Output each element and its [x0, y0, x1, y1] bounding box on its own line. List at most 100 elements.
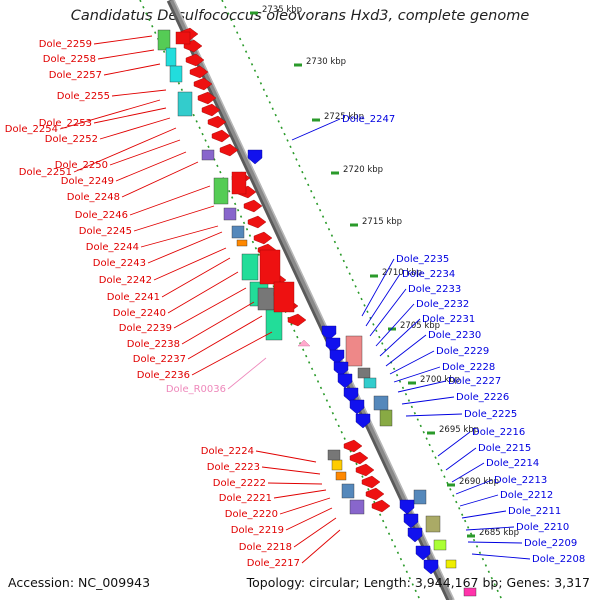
gene-arrow-forward — [361, 475, 381, 489]
gene-block-forward — [259, 249, 281, 285]
label-leader-line — [301, 529, 341, 564]
label-leader-line — [405, 413, 463, 417]
scale-tick-label: 2720 kbp — [343, 165, 383, 175]
label-leader-line — [167, 271, 239, 314]
right-gene-label: Dole_2208 — [532, 554, 585, 565]
right-gene-label: Dole_2214 — [486, 458, 539, 469]
left-gene-label: Dole_2250 — [55, 160, 108, 171]
label-leader-line — [459, 494, 499, 507]
gene-block — [213, 177, 229, 205]
gene-block — [327, 449, 341, 461]
right-gene-label: Dole_2225 — [464, 409, 517, 420]
gene-arrow-reverse — [403, 513, 419, 529]
label-leader-line — [161, 257, 231, 298]
label-leader-line — [385, 334, 427, 367]
left-gene-label: Dole_2246 — [75, 210, 128, 221]
rna-gene-label: Dole_R0036 — [166, 384, 226, 395]
left-gene-label: Dole_2240 — [113, 308, 166, 319]
gene-arrow-forward — [371, 499, 391, 513]
label-leader-line — [293, 517, 337, 548]
label-leader-line — [73, 127, 177, 173]
label-leader-line — [393, 366, 441, 383]
right-gene-label: Dole_2234 — [402, 269, 455, 280]
label-leader-line — [173, 287, 247, 329]
left-gene-label: Dole_2252 — [45, 134, 98, 145]
gene-block — [265, 309, 283, 341]
label-leader-line — [187, 315, 263, 360]
gene-arrow-forward — [201, 103, 221, 117]
gene-block — [357, 367, 371, 379]
label-leader-line — [375, 303, 415, 347]
right-gene-label: Dole_2233 — [408, 284, 461, 295]
gene-arrow-forward — [189, 65, 209, 79]
gene-block — [433, 539, 447, 551]
scale-tick-label: 2695 kbp — [439, 425, 479, 435]
scale-tick-label: 2690 kbp — [459, 477, 499, 487]
gene-block — [413, 489, 427, 505]
left-gene-label: Dole_2255 — [57, 91, 110, 102]
left-gene-label: Dole_2217 — [247, 558, 300, 569]
gene-block — [165, 47, 177, 67]
left-gene-label: Dole_2244 — [86, 242, 139, 253]
gene-arrow-forward — [219, 143, 239, 157]
scale-tick-label: 2705 kbp — [400, 321, 440, 331]
right-gene-label: Dole_2213 — [494, 475, 547, 486]
gene-arrow-reverse — [349, 399, 365, 415]
scale-tick-label: 2685 kbp — [479, 528, 519, 538]
gene-arrow-forward — [355, 463, 375, 477]
right-gene-label: Dole_2235 — [396, 254, 449, 265]
gene-arrow-reverse — [333, 361, 349, 377]
left-gene-label: Dole_2243 — [93, 258, 146, 269]
label-leader-line — [467, 541, 523, 544]
gene-block — [445, 559, 457, 569]
gene-arrow-reverse — [399, 499, 415, 515]
gene-block — [463, 587, 477, 597]
left-gene-label: Dole_2218 — [239, 542, 292, 553]
gene-features — [157, 27, 477, 597]
left-gene-label: Dole_2258 — [43, 54, 96, 65]
gene-arrow-reverse — [423, 559, 439, 575]
label-leader-line — [437, 431, 471, 457]
right-gene-label: Dole_2232 — [416, 299, 469, 310]
gene-arrow-reverse — [329, 349, 345, 365]
gene-block — [335, 471, 347, 481]
label-leader-line — [445, 447, 477, 471]
label-leader-line — [389, 350, 435, 375]
right-gene-label: Dole_2228 — [442, 362, 495, 373]
gene-arrow-forward — [243, 199, 263, 213]
label-leader-line — [461, 510, 507, 519]
gene-arrow-reverse — [325, 337, 341, 353]
scale-tick-label: 2700 kbp — [420, 375, 460, 385]
right-gene-label: Dole_2230 — [428, 330, 481, 341]
backbone-highlight — [173, 0, 455, 600]
gene-arrow-forward — [211, 129, 231, 143]
label-leader-line — [97, 49, 155, 60]
right-gene-label: Dole_2226 — [456, 392, 509, 403]
right-gene-label: Dole_2210 — [516, 522, 569, 533]
left-gene-label: Dole_2236 — [137, 370, 190, 381]
right-gene-label: Dole_2231 — [422, 314, 475, 325]
left-gene-label: Dole_2237 — [133, 354, 186, 365]
scale-tick-label: 2725 kbp — [324, 112, 364, 122]
label-leader-line — [471, 553, 531, 560]
gene-block — [363, 377, 377, 389]
left-gene-label: Dole_2248 — [67, 192, 120, 203]
label-leader-line — [465, 526, 515, 531]
gene-block — [223, 207, 237, 221]
label-leader-line — [227, 357, 267, 390]
gene-block — [157, 29, 171, 51]
label-leader-line — [361, 258, 395, 317]
right-gene-label: Dole_2215 — [478, 443, 531, 454]
gene-arrow-reverse — [247, 149, 263, 165]
gene-arrow-forward — [349, 451, 369, 465]
gene-labels: Dole_2259Dole_2258Dole_2257Dole_2255Dole… — [5, 35, 585, 569]
genome-stats-text: Topology: circular; Length: 3,944,167 bp… — [246, 575, 590, 590]
gene-block — [425, 515, 441, 533]
gene-block-forward — [175, 31, 191, 45]
label-leader-line — [369, 288, 407, 337]
label-leader-line — [93, 35, 153, 45]
label-leader-line — [255, 450, 317, 463]
left-gene-label: Dole_2220 — [225, 509, 278, 520]
label-leader-line — [285, 507, 333, 531]
